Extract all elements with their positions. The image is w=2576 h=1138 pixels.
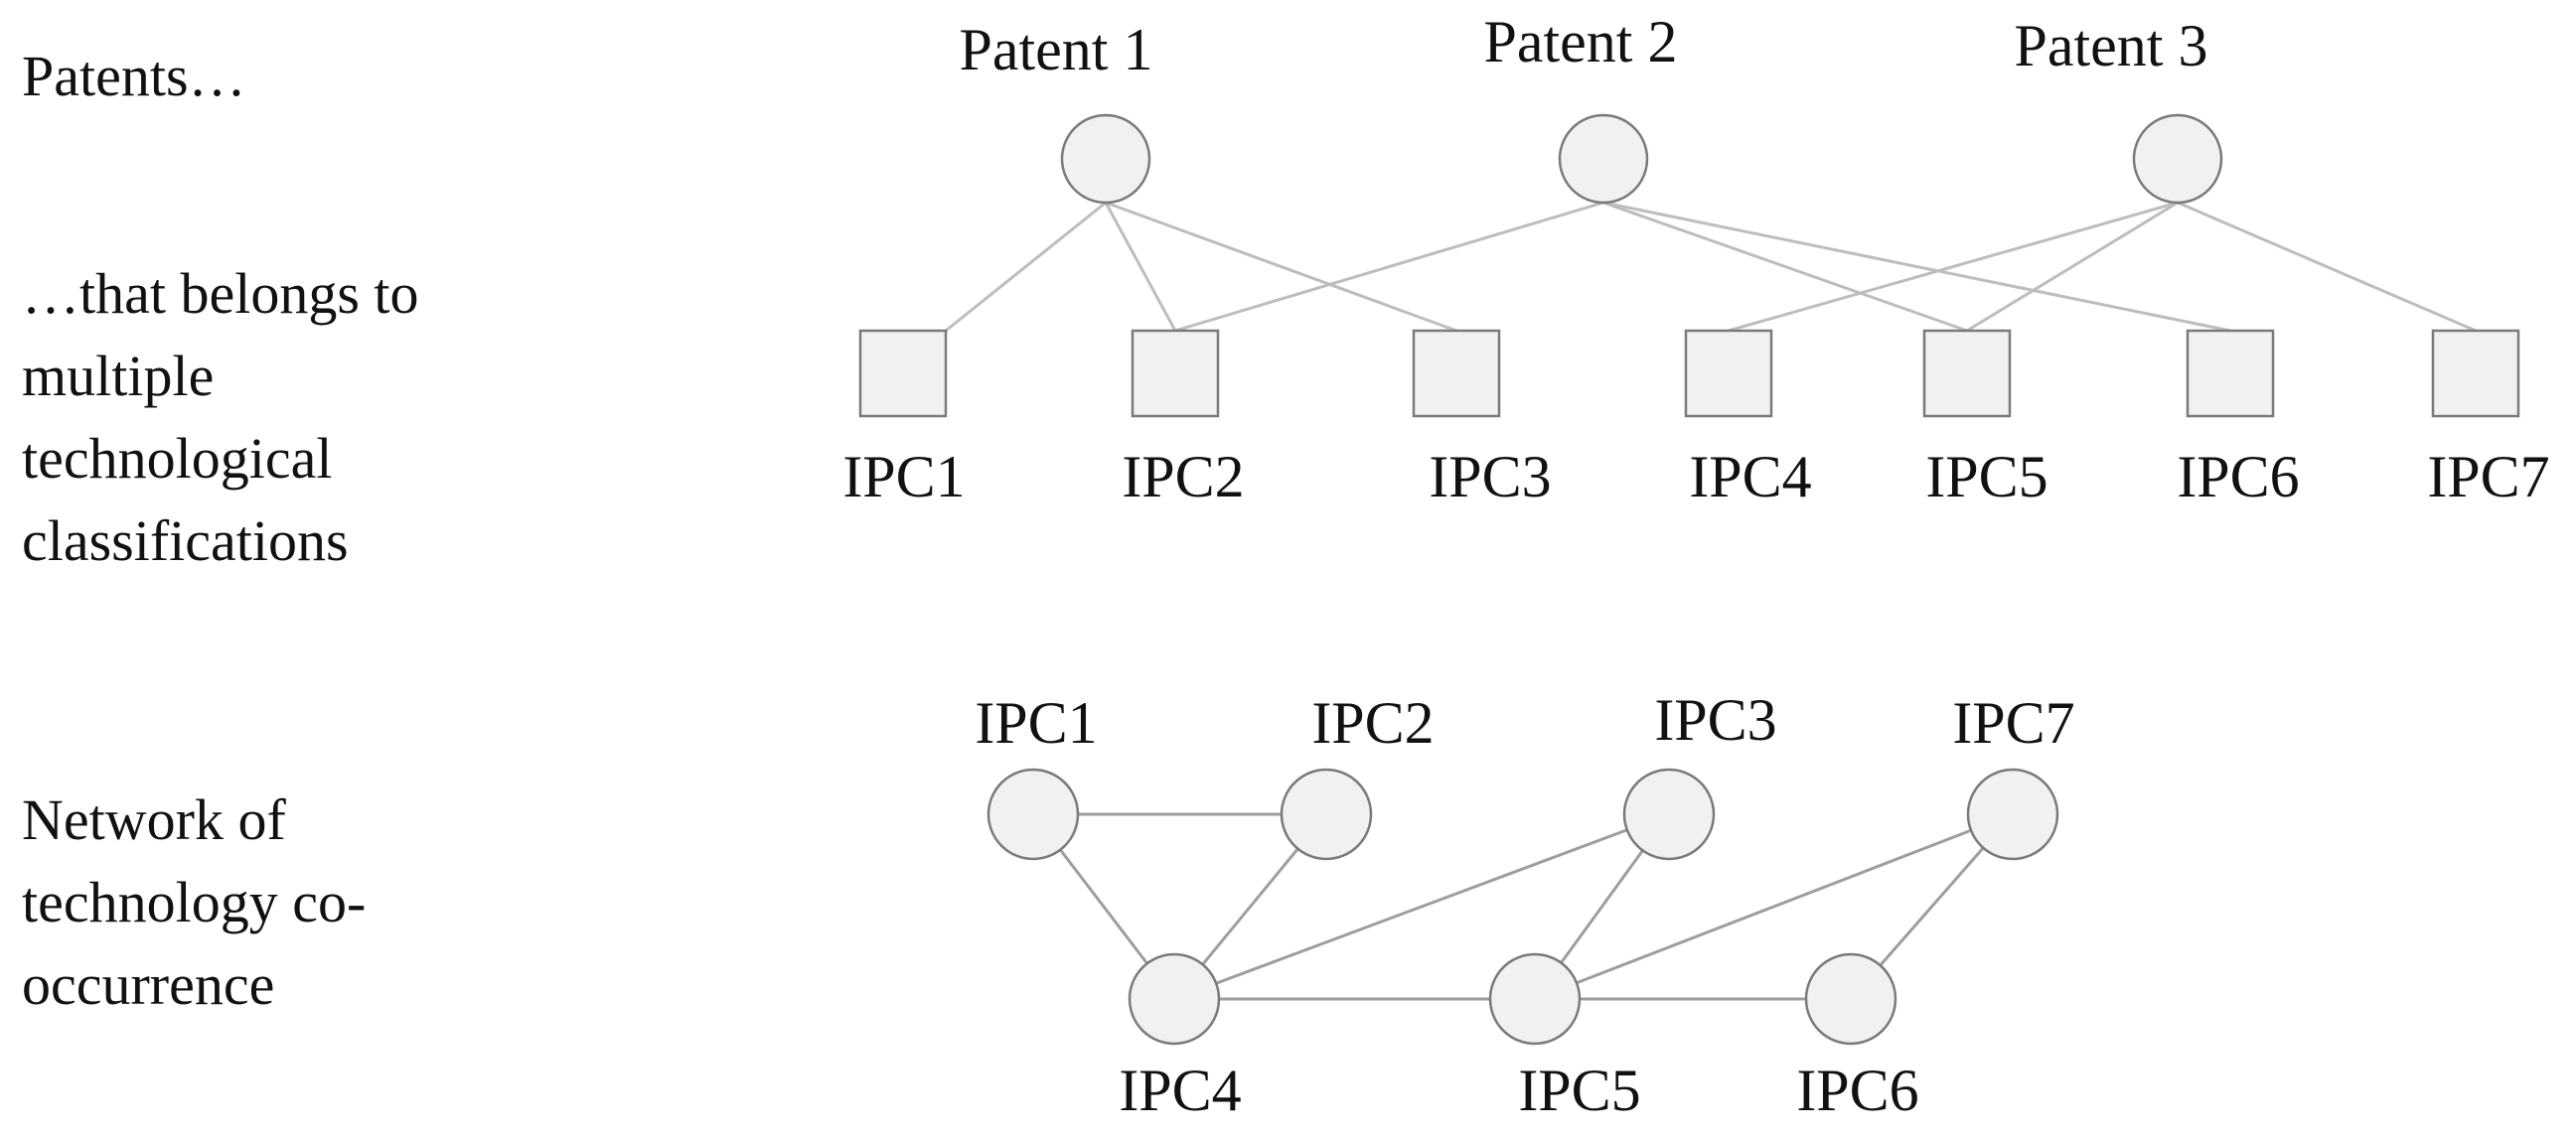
net-ipc6-label: IPC6: [1796, 1058, 1918, 1123]
label-belongs-line-3: technological: [22, 426, 332, 491]
net-ipc1-label: IPC1: [975, 690, 1097, 756]
ipc5-square: [1922, 329, 2012, 418]
ipc1-square: [858, 329, 948, 418]
net-ipc4-node: [1128, 952, 1221, 1046]
edge-patent3-ipc7: [2177, 201, 2477, 333]
edge-patent2-ipc6: [1602, 201, 2231, 333]
net-ipc3-node: [1622, 768, 1716, 861]
bipartite-edges: [945, 201, 2477, 333]
patent-2-label: Patent 2: [1484, 9, 1678, 74]
patent-1-label: Patent 1: [960, 17, 1153, 82]
edge-ipc5-ipc7: [1534, 812, 2014, 1001]
edge-patent2-ipc5: [1602, 201, 1968, 333]
edge-patent1-ipc3: [1105, 201, 1457, 333]
label-network-line-3: occurrence: [22, 952, 274, 1017]
label-network-line-1: Network of: [22, 787, 286, 852]
label-belongs-line-1: …that belongs to: [22, 261, 419, 326]
label-belongs-line-4: classifications: [22, 508, 349, 573]
label-belongs-line-2: multiple: [22, 344, 214, 408]
label-patents: Patents…: [22, 44, 246, 108]
net-ipc7-node: [1966, 768, 2059, 861]
net-ipc6-node: [1804, 952, 1897, 1046]
ipc-square-nodes: IPC1 IPC2 IPC3 IPC4 IPC5 IPC6 IPC7: [842, 329, 2550, 509]
patent-nodes: Patent 1 Patent 2 Patent 3: [960, 9, 2223, 205]
patent-1-node: [1060, 113, 1151, 205]
ipc7-square-label: IPC7: [2427, 444, 2549, 509]
net-ipc3-label: IPC3: [1654, 687, 1776, 753]
ipc3-square-label: IPC3: [1429, 444, 1551, 509]
edge-ipc4-ipc3: [1173, 812, 1670, 1001]
net-ipc7-label: IPC7: [1952, 690, 2074, 756]
ipc5-square-label: IPC5: [1925, 444, 2047, 509]
edge-patent1-ipc2: [1104, 202, 1177, 332]
net-ipc1-node: [986, 768, 1080, 861]
net-ipc2-label: IPC2: [1311, 690, 1434, 756]
patent-2-node: [1558, 113, 1649, 205]
edge-patent3-ipc4: [1728, 201, 2179, 333]
ipc6-square-label: IPC6: [2177, 444, 2299, 509]
ipc4-square-label: IPC4: [1689, 444, 1811, 509]
edge-patent3-ipc5: [1966, 201, 2179, 333]
ipc2-square-label: IPC2: [1122, 444, 1244, 509]
ipc2-square: [1131, 329, 1220, 418]
edge-patent2-ipc2: [1174, 201, 1604, 333]
ipc3-square: [1412, 329, 1501, 418]
patent-3-node: [2132, 113, 2223, 205]
net-ipc4-label: IPC4: [1119, 1058, 1241, 1123]
net-ipc5-label: IPC5: [1518, 1058, 1640, 1123]
label-network-line-2: technology co-: [22, 870, 366, 934]
ipc6-square: [2186, 329, 2275, 418]
ipc1-square-label: IPC1: [842, 444, 965, 509]
ipc7-square: [2431, 329, 2520, 418]
edge-patent1-ipc1: [945, 201, 1107, 333]
net-ipc2-node: [1280, 768, 1373, 861]
patent-3-label: Patent 3: [2015, 13, 2208, 78]
network-nodes: IPC1 IPC2 IPC3 IPC7 IPC4 IPC5 IPC6: [975, 687, 2074, 1123]
ipc4-square: [1684, 329, 1773, 418]
net-ipc5-node: [1488, 952, 1582, 1046]
